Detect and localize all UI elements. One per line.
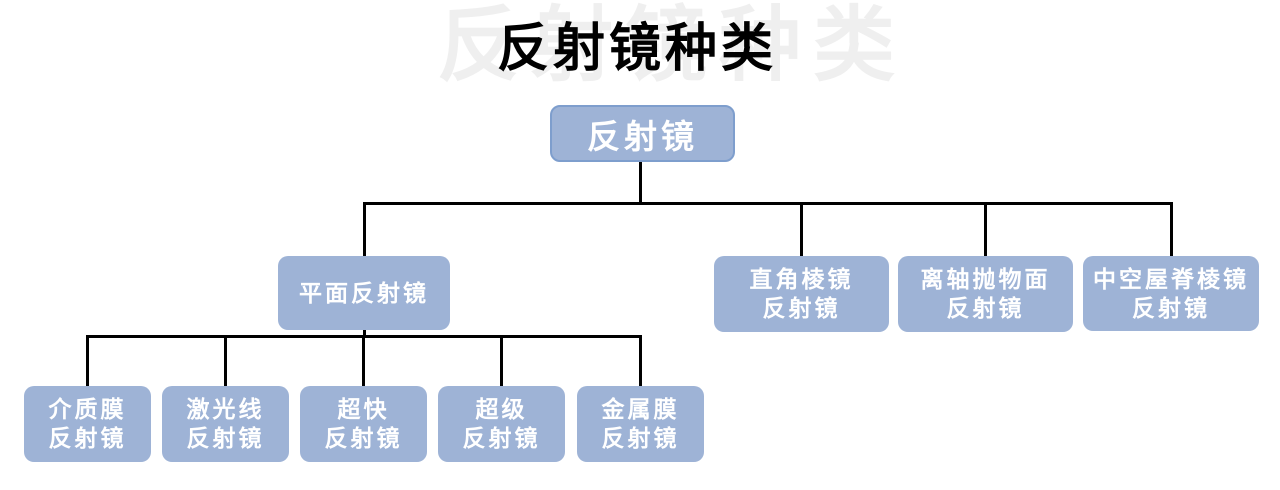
node-label-line2: 反射镜 (762, 295, 841, 321)
connector-drop-ultrafast (362, 335, 365, 386)
node-laser-line-mirror: 激光线 反射镜 (162, 386, 289, 462)
connector-drop-right-angle (800, 202, 803, 256)
connector-drop-hollow-roof (1170, 202, 1173, 256)
connector-drop-laser-line (224, 335, 227, 386)
node-label-line1: 介质膜 (48, 396, 127, 422)
node-label-line1: 激光线 (186, 396, 265, 422)
node-ultrafast-mirror: 超快 反射镜 (300, 386, 427, 462)
node-label: 平面反射镜 (299, 279, 429, 306)
connector-drop-metal-film (639, 335, 642, 386)
node-label-line2: 反射镜 (324, 425, 403, 451)
node-metal-film-mirror: 金属膜 反射镜 (577, 386, 704, 462)
node-label-line2: 反射镜 (946, 295, 1025, 321)
node-mirror-root: 反射镜 (550, 105, 735, 162)
node-right-angle-prism-mirror: 直角棱镜 反射镜 (714, 256, 889, 332)
node-label: 反射镜 (587, 117, 698, 155)
node-label-line2: 反射镜 (1132, 294, 1210, 321)
node-label-line2: 反射镜 (186, 425, 265, 451)
node-label-line1: 直角棱镜 (749, 266, 854, 292)
connector-drop-dielectric (86, 335, 89, 386)
node-plane-mirror: 平面反射镜 (278, 256, 450, 330)
connector-level2-horizontal (363, 202, 1173, 205)
node-label-line1: 金属膜 (601, 396, 680, 422)
node-label-line2: 反射镜 (462, 425, 541, 451)
node-label-line1: 超级 (475, 396, 528, 422)
connector-root-stub (639, 160, 642, 205)
node-label-line2: 反射镜 (48, 425, 127, 451)
connector-drop-super (500, 335, 503, 386)
node-hollow-roof-prism-mirror: 中空屋脊棱镜 反射镜 (1083, 256, 1259, 331)
connector-drop-off-axis (984, 202, 987, 256)
node-label-line1: 离轴抛物面 (920, 266, 1051, 292)
node-label-line2: 反射镜 (601, 425, 680, 451)
page-title: 反射镜种类 (496, 20, 778, 78)
node-super-mirror: 超级 反射镜 (438, 386, 565, 462)
node-label-line1: 超快 (337, 396, 390, 422)
connector-plane-stub (363, 328, 366, 338)
node-label-line1: 中空屋脊棱镜 (1093, 265, 1249, 292)
node-off-axis-parabolic-mirror: 离轴抛物面 反射镜 (898, 256, 1073, 332)
node-dielectric-mirror: 介质膜 反射镜 (24, 386, 151, 462)
connector-drop-plane (363, 202, 366, 256)
watermark-title: 反射镜种类 (436, 0, 908, 91)
